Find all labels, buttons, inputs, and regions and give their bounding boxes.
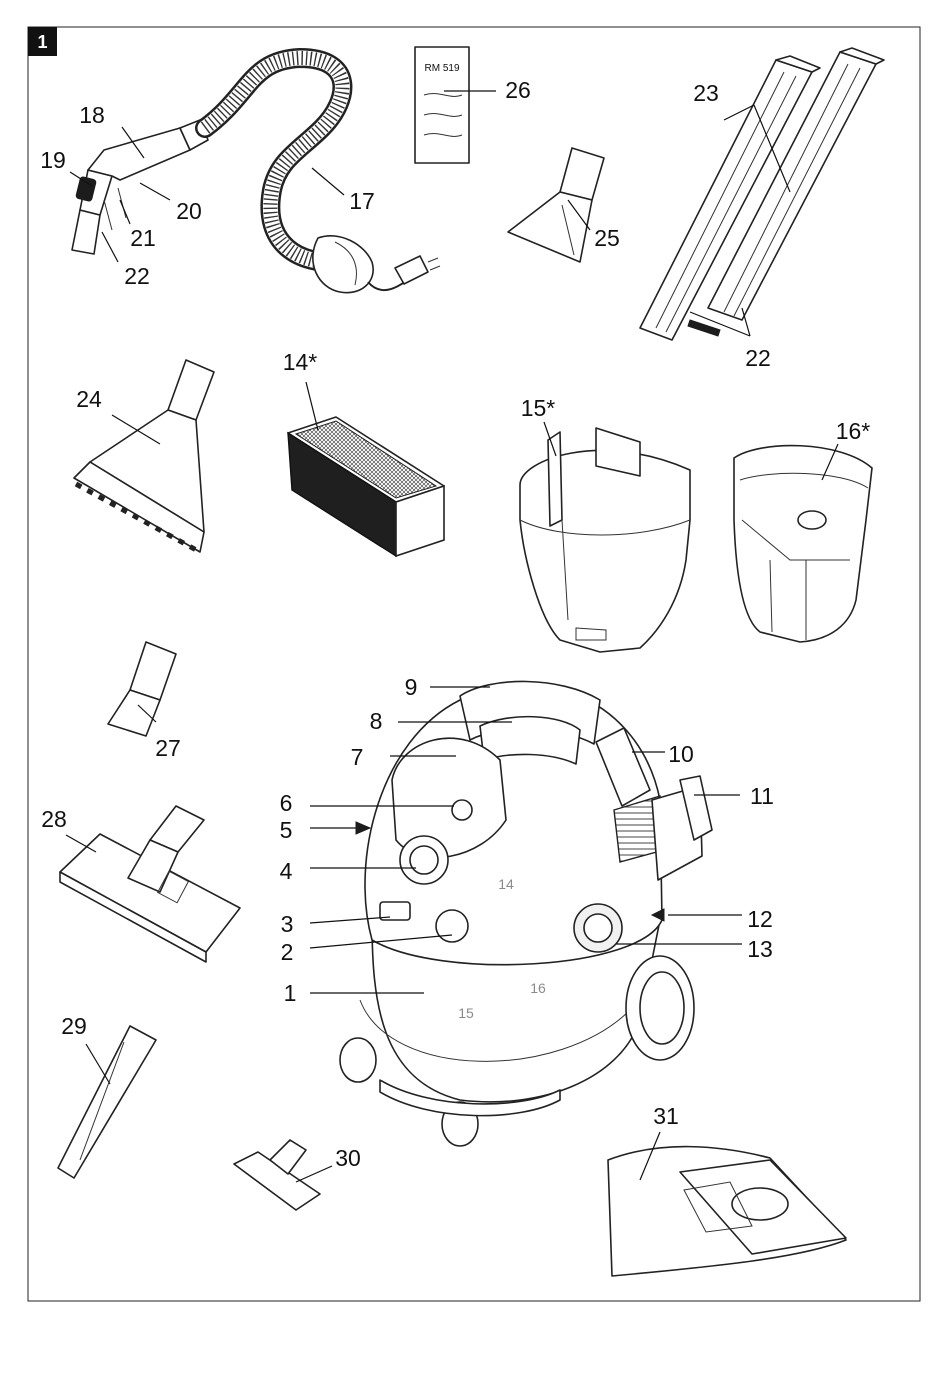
callout-16: 16*: [836, 418, 871, 444]
callout-31: 31: [653, 1103, 679, 1129]
callout-9: 9: [405, 674, 418, 700]
callout-10: 10: [668, 741, 694, 767]
callout-15: 15*: [521, 395, 556, 421]
figure-number: 1: [37, 32, 47, 52]
upholstery-nozzle-illustration: [508, 148, 604, 262]
callout-13: 13: [747, 936, 773, 962]
callout-21: 21: [130, 225, 156, 251]
callout-22b: 22: [745, 345, 771, 371]
callout-12: 12: [747, 906, 773, 932]
callout-23: 23: [693, 80, 719, 106]
flat-pleated-filter-illustration: [288, 417, 444, 556]
floor-nozzle-illustration: [60, 806, 240, 962]
callout-6: 6: [280, 790, 293, 816]
filter-bag-card-illustration: RM 519: [415, 47, 469, 163]
paper-filter-bag-illustration: [608, 1147, 846, 1276]
callout-5: 5: [280, 817, 293, 843]
callout-14: 14*: [283, 349, 318, 375]
callout-3: 3: [281, 911, 294, 937]
callout-29: 29: [61, 1013, 87, 1039]
callout-27: 27: [155, 735, 181, 761]
inner-label-15: 15: [458, 1005, 474, 1021]
callout-4: 4: [280, 858, 293, 884]
dirt-container-16-illustration: [734, 446, 872, 642]
callout-24: 24: [76, 386, 102, 412]
callout-7: 7: [351, 744, 364, 770]
inner-label-14: 14: [498, 876, 514, 892]
inner-label-16: 16: [530, 980, 546, 996]
hose-illustration: [205, 58, 440, 293]
callout-8: 8: [370, 708, 383, 734]
callout-18: 18: [79, 102, 105, 128]
callout-20: 20: [176, 198, 202, 224]
callout-22a: 22: [124, 263, 150, 289]
callout-1: 1: [284, 980, 297, 1006]
callout-2: 2: [281, 939, 294, 965]
adapter-illustration: [108, 642, 176, 736]
callout-25: 25: [594, 225, 620, 251]
callout-28: 28: [41, 806, 67, 832]
small-nozzle-illustration: [234, 1140, 320, 1210]
callout-26: 26: [505, 77, 531, 103]
suction-tubes-illustration: [640, 48, 884, 340]
callout-17: 17: [349, 188, 375, 214]
crevice-nozzle-illustration: [58, 1026, 156, 1178]
dirt-container-15-illustration: [520, 428, 690, 652]
callout-19: 19: [40, 147, 66, 173]
filter-bag-label: RM 519: [424, 63, 459, 74]
callout-30: 30: [335, 1145, 361, 1171]
callout-11: 11: [750, 783, 774, 809]
